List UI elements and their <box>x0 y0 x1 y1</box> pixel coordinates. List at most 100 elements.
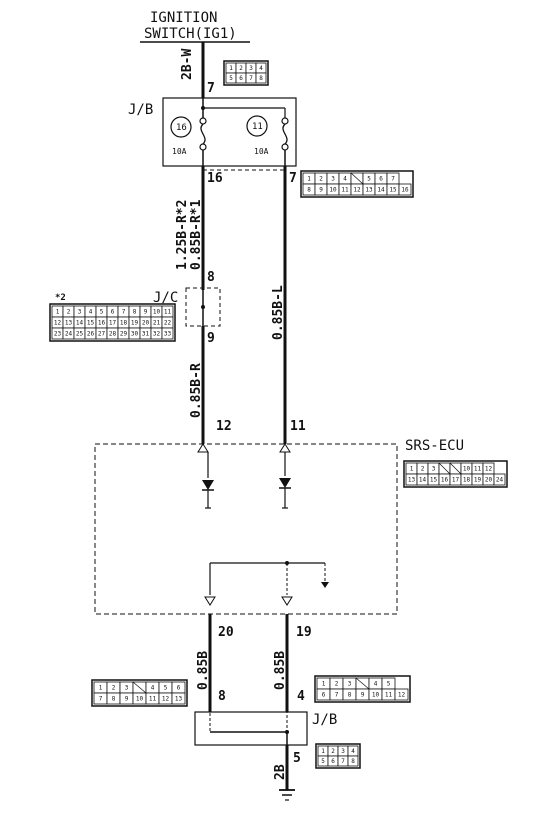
connector-pin-number: 8 <box>112 696 116 703</box>
ignition-switch-label-1: IGNITION <box>150 10 217 26</box>
connector-pin-number: 2 <box>112 685 116 692</box>
jb-top-label: J/B <box>128 102 153 118</box>
wire-label-085b-r-1: 0.85B-R*1 <box>189 199 204 270</box>
jb-bottom-label: J/B <box>312 712 337 728</box>
connector-pin-number: 22 <box>164 320 172 327</box>
connector-pin-number: 15 <box>389 187 397 194</box>
fuse-right-terminal-top <box>281 117 289 125</box>
jc-note: *2 <box>55 293 66 303</box>
connector-pin-number: 7 <box>335 692 339 699</box>
connector-pin-number: 16 <box>401 187 409 194</box>
connector-pin-number: 4 <box>259 65 263 72</box>
connector-pin-number: 3 <box>78 309 82 316</box>
connector-pin-number: 5 <box>164 685 168 692</box>
connector-cell <box>161 327 174 340</box>
pin-jc-8: 8 <box>207 270 215 285</box>
connector-pin-number: 7 <box>249 75 253 82</box>
connector-pin-number: 31 <box>142 331 150 338</box>
srs-ground-stub-arrow <box>321 582 329 588</box>
connector-pin-number: 12 <box>162 696 170 703</box>
pin-jbb-4: 4 <box>297 689 305 704</box>
jc-box <box>185 287 221 327</box>
connector-pin-number: 9 <box>125 696 129 703</box>
connector-pin-number: 3 <box>341 748 345 755</box>
pin-srs-20: 20 <box>218 625 234 640</box>
pin-srs-19: 19 <box>296 625 312 640</box>
connector-pin-number: 26 <box>87 331 95 338</box>
fuse-left-terminal-bottom <box>199 143 207 151</box>
fuse-left-number-circle <box>170 116 192 138</box>
srs-ground-junction <box>285 561 289 565</box>
connector-pin-number: 5 <box>321 758 325 765</box>
connector-cell <box>394 688 409 701</box>
fuse-right-rating: 10A <box>254 147 269 156</box>
connector-pin-number: 14 <box>419 477 427 484</box>
pin-top-7: 7 <box>207 81 215 96</box>
connector-pin-number: 28 <box>109 331 117 338</box>
connector-pin-number: 13 <box>408 477 416 484</box>
connector-pin-number: 17 <box>452 477 460 484</box>
fuse-right-number: 11 <box>252 122 263 132</box>
connector-pin-number: 12 <box>54 320 62 327</box>
connector-pin-number: 4 <box>89 309 93 316</box>
connector-pin-number: 20 <box>142 320 150 327</box>
connector-pin-number: 3 <box>432 466 436 473</box>
connector-blank-mark <box>438 462 451 475</box>
connector-pin-number: 6 <box>331 758 335 765</box>
jc-label: J/C <box>153 290 178 306</box>
connector-pin-number: 20 <box>485 477 493 484</box>
connector-pin-number: 6 <box>322 692 326 699</box>
connector-pin-number: 4 <box>151 685 155 692</box>
connector-pin-number: 13 <box>65 320 73 327</box>
connector-pin-number: 14 <box>377 187 385 194</box>
pin-jb-7: 7 <box>289 171 297 186</box>
pin-srs-11: 11 <box>290 419 306 434</box>
jb-bottom-dashed <box>209 711 288 733</box>
connector-pin-number: 6 <box>177 685 181 692</box>
connector-pin-number: 30 <box>131 331 139 338</box>
connector-cell <box>255 72 267 84</box>
connector-pin-number: 12 <box>485 466 493 473</box>
pin-jb-16: 16 <box>207 171 223 186</box>
connector-cell <box>171 692 186 705</box>
pin-srs-12: 12 <box>216 419 232 434</box>
connector-pin-number: 8 <box>351 758 355 765</box>
fuse-right-element <box>282 123 288 145</box>
pin-jbb-5: 5 <box>293 751 301 766</box>
pin-jc-9: 9 <box>207 331 215 346</box>
connector-pin-number: 2 <box>421 466 425 473</box>
connector-pin-number: 29 <box>120 331 128 338</box>
wire-label-125b-r-2: 1.25B-R*2 <box>175 200 190 270</box>
connector-pin-number: 13 <box>175 696 183 703</box>
connector-pin-number: 9 <box>319 187 323 194</box>
connector-pin-number: 2 <box>319 176 323 183</box>
connector-pin-number: 12 <box>398 692 406 699</box>
connector-pin-number: 4 <box>351 748 355 755</box>
connector-pin-number: 15 <box>430 477 438 484</box>
connector-pin-number: 1 <box>99 685 103 692</box>
connector-pin-number: 33 <box>164 331 172 338</box>
connector-pin-number: 14 <box>76 320 84 327</box>
connector-pin-number: 10 <box>153 309 161 316</box>
wire-label-085b-l: 0.85B-L <box>271 285 286 340</box>
connector-cell <box>347 755 359 767</box>
fuse-left-rating: 10A <box>172 147 187 156</box>
connector-pin-number: 7 <box>122 309 126 316</box>
wire-label-085b-left: 0.85B <box>196 651 211 690</box>
srs-right-input-arrow <box>279 443 291 453</box>
connector-pin-number: 15 <box>87 320 95 327</box>
connector-pin-number: 7 <box>341 758 345 765</box>
connector-pin-number: 12 <box>353 187 361 194</box>
connector-pin-number: 2 <box>335 681 339 688</box>
connector-pin-number: 3 <box>125 685 129 692</box>
connector-pin-number: 19 <box>474 477 482 484</box>
connector-pin-number: 11 <box>341 187 349 194</box>
connector-pin-number: 32 <box>153 331 161 338</box>
wire-label-085b-r: 0.85B-R <box>189 363 204 418</box>
connector-cell <box>493 473 506 486</box>
connector-pin-number: 7 <box>99 696 103 703</box>
connector-pin-number: 11 <box>149 696 157 703</box>
